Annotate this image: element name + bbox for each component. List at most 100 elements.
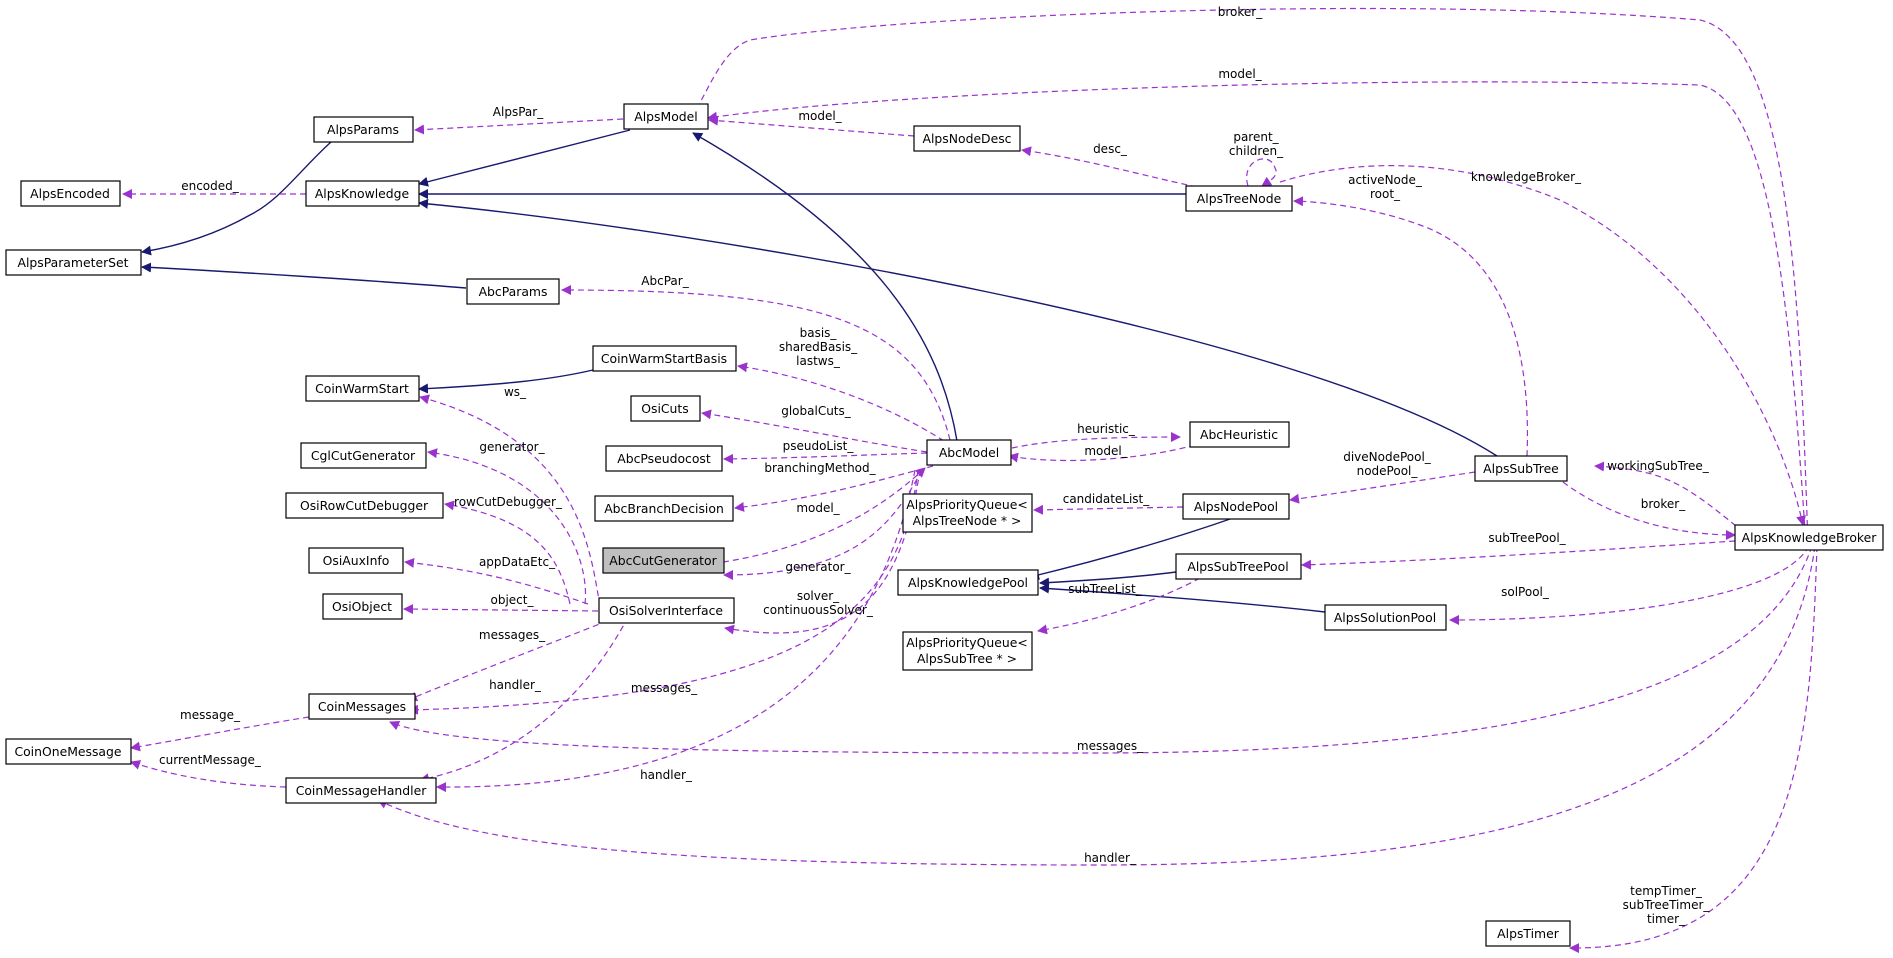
edge-label-messages-abc: messages_ — [631, 681, 698, 695]
edge-label-divenodepool: diveNodePool_ — [1343, 450, 1432, 464]
edge-knowledgebroker — [1279, 165, 1806, 526]
node-osisolverinterface[interactable]: OsiSolverInterface — [598, 597, 735, 624]
edge-model-nodedesc — [708, 115, 915, 137]
edge-label-abcpar: AbcPar_ — [641, 274, 689, 288]
edge-label-pseudolist: pseudoList_ — [783, 439, 855, 453]
node-coinonemessage[interactable]: CoinOneMessage — [5, 738, 132, 765]
edge-label-lastws: lastws_ — [796, 354, 841, 368]
node-label: AbcPseudocost — [617, 451, 711, 466]
edge-handler-osi — [419, 616, 629, 784]
node-alpssubtree[interactable]: AlpsSubTree — [1474, 455, 1568, 482]
edge-label-desc: desc_ — [1093, 142, 1128, 156]
node-coinwarmstart[interactable]: CoinWarmStart — [305, 375, 420, 402]
edge-ws — [419, 394, 601, 607]
node-alpsencoded[interactable]: AlpsEncoded — [20, 180, 121, 207]
node-label: AlpsSubTreePool — [1187, 559, 1288, 574]
edge-label-candidatelist: candidateList_ — [1063, 492, 1151, 506]
edge-parent-children — [1246, 158, 1277, 187]
edge-label-subtreelist: subTreeList_ — [1068, 582, 1142, 596]
edge-label-workingsubtree: workingSubTree_ — [1607, 459, 1709, 473]
node-osirowcutdebugger[interactable]: OsiRowCutDebugger — [285, 492, 444, 519]
edge-label-message: message_ — [180, 708, 241, 722]
edge-messages-broker — [389, 545, 1813, 754]
node-alpsparameterset[interactable]: AlpsParameterSet — [5, 249, 142, 276]
node-osiauxinfo[interactable]: OsiAuxInfo — [308, 547, 404, 574]
node-label: AbcParams — [479, 284, 548, 299]
node-label: AlpsParameterSet — [17, 255, 128, 270]
node-label: AlpsTreeNode — [1197, 191, 1281, 206]
node-coinmessagehandler[interactable]: CoinMessageHandler — [285, 777, 437, 804]
edge-label-messages-broker: messages_ — [1077, 739, 1144, 753]
node-osicuts[interactable]: OsiCuts — [630, 395, 701, 422]
node-label: AlpsTimer — [1497, 926, 1560, 941]
edge-label-knowledgebroker: knowledgeBroker_ — [1471, 170, 1582, 184]
node-label: OsiCuts — [641, 401, 688, 416]
node-cglcutgenerator[interactable]: CglCutGenerator — [300, 442, 427, 469]
edge-label-model-nodedesc: model_ — [798, 109, 842, 123]
node-alpstimer[interactable]: AlpsTimer — [1485, 920, 1571, 947]
edge-generator-cut — [723, 469, 923, 580]
edge-branchingmethod — [734, 465, 934, 512]
node-abcparams[interactable]: AbcParams — [466, 278, 560, 305]
edge-labels: broker_ model_ AlpsPar_ model_ desc_ par… — [159, 5, 1710, 926]
edge-label-broker: broker_ — [1218, 5, 1263, 19]
edge-label-messages-osi: messages_ — [479, 628, 546, 642]
node-alpspq-subtree[interactable]: AlpsPriorityQueue< AlpsSubTree * > — [902, 631, 1033, 671]
node-alpsparams[interactable]: AlpsParams — [313, 116, 414, 143]
edge-label-currentmessage: currentMessage_ — [159, 753, 262, 767]
node-abcheuristic[interactable]: AbcHeuristic — [1189, 421, 1290, 448]
edge-label-solpool: solPool_ — [1501, 585, 1550, 599]
node-alpsnodepool[interactable]: AlpsNodePool — [1182, 493, 1290, 520]
node-label: CoinMessageHandler — [296, 783, 428, 798]
node-label: OsiRowCutDebugger — [300, 498, 429, 513]
edge-rowcutdebugger — [444, 500, 571, 605]
node-label: AlpsNodePool — [1194, 499, 1278, 514]
node-label: AlpsKnowledgePool — [908, 575, 1028, 590]
node-alpsknowledgebroker[interactable]: AlpsKnowledgeBroker — [1734, 524, 1884, 551]
edge-label-heuristic: heuristic_ — [1077, 422, 1136, 436]
edge-currentmessage — [130, 760, 287, 788]
node-abccutgenerator[interactable]: AbcCutGenerator — [602, 547, 725, 574]
node-label: AlpsPriorityQueue< — [906, 635, 1027, 650]
node-alpsmodel[interactable]: AlpsModel — [623, 103, 709, 130]
node-alpstreenode[interactable]: AlpsTreeNode — [1185, 185, 1293, 212]
node-abcbranchdecision[interactable]: AbcBranchDecision — [594, 495, 734, 522]
node-coinmessages[interactable]: CoinMessages — [308, 693, 416, 720]
edge-broker-top — [692, 7, 1809, 547]
node-alpspq-treenode[interactable]: AlpsPriorityQueue< AlpsTreeNode * > — [902, 493, 1033, 533]
edge-globalcuts — [701, 409, 928, 453]
edge-label-timer: timer_ — [1647, 912, 1686, 926]
node-coinwarmstartbasis[interactable]: CoinWarmStartBasis — [592, 345, 737, 372]
node-label: AbcCutGenerator — [609, 553, 717, 568]
edge-alpssubtree-to-alpsknowledge — [418, 198, 1498, 457]
node-label: CoinMessages — [318, 699, 406, 714]
node-label: CoinWarmStart — [315, 381, 409, 396]
edge-alpssolutionpool-to-alpsknowledgepool — [1039, 583, 1326, 613]
node-alpsknowledge[interactable]: AlpsKnowledge — [305, 180, 420, 207]
edge-alpsmodel-to-alpsknowledge — [418, 129, 631, 187]
node-label: AlpsSolutionPool — [1334, 610, 1436, 625]
node-label: AlpsParams — [327, 122, 399, 137]
edge-generator-cgl — [427, 448, 587, 605]
node-alpssolutionpool[interactable]: AlpsSolutionPool — [1324, 604, 1447, 631]
edge-model-top — [707, 81, 1807, 547]
node-label: CoinWarmStartBasis — [601, 351, 727, 366]
edge-label-sharedbasis: sharedBasis_ — [779, 340, 858, 354]
node-osiobject[interactable]: OsiObject — [322, 593, 403, 620]
edge-abcmodel-to-alpsmodel — [692, 132, 958, 442]
edge-label-parent: parent_ — [1233, 130, 1279, 144]
node-label: CglCutGenerator — [311, 448, 416, 463]
node-alpsknowledgepool[interactable]: AlpsKnowledgePool — [897, 569, 1039, 596]
node-label: OsiObject — [332, 599, 392, 614]
node-alpssubtreepool[interactable]: AlpsSubTreePool — [1175, 553, 1302, 580]
edge-label-activenode: activeNode_ — [1348, 173, 1423, 187]
edge-messages-osi — [407, 616, 618, 702]
node-alpsnodedesc[interactable]: AlpsNodeDesc — [913, 125, 1021, 152]
node-abcmodel[interactable]: AbcModel — [926, 439, 1012, 466]
node-abcpseudocost[interactable]: AbcPseudocost — [605, 445, 723, 472]
edge-label-encoded: encoded_ — [181, 179, 240, 193]
edge-label-handler-abc: handler_ — [640, 768, 693, 782]
edge-divenodepool — [1289, 471, 1476, 504]
edge-alpsnodepool-to-alpsknowledgepool — [1029, 517, 1234, 580]
edge-object — [403, 604, 599, 615]
